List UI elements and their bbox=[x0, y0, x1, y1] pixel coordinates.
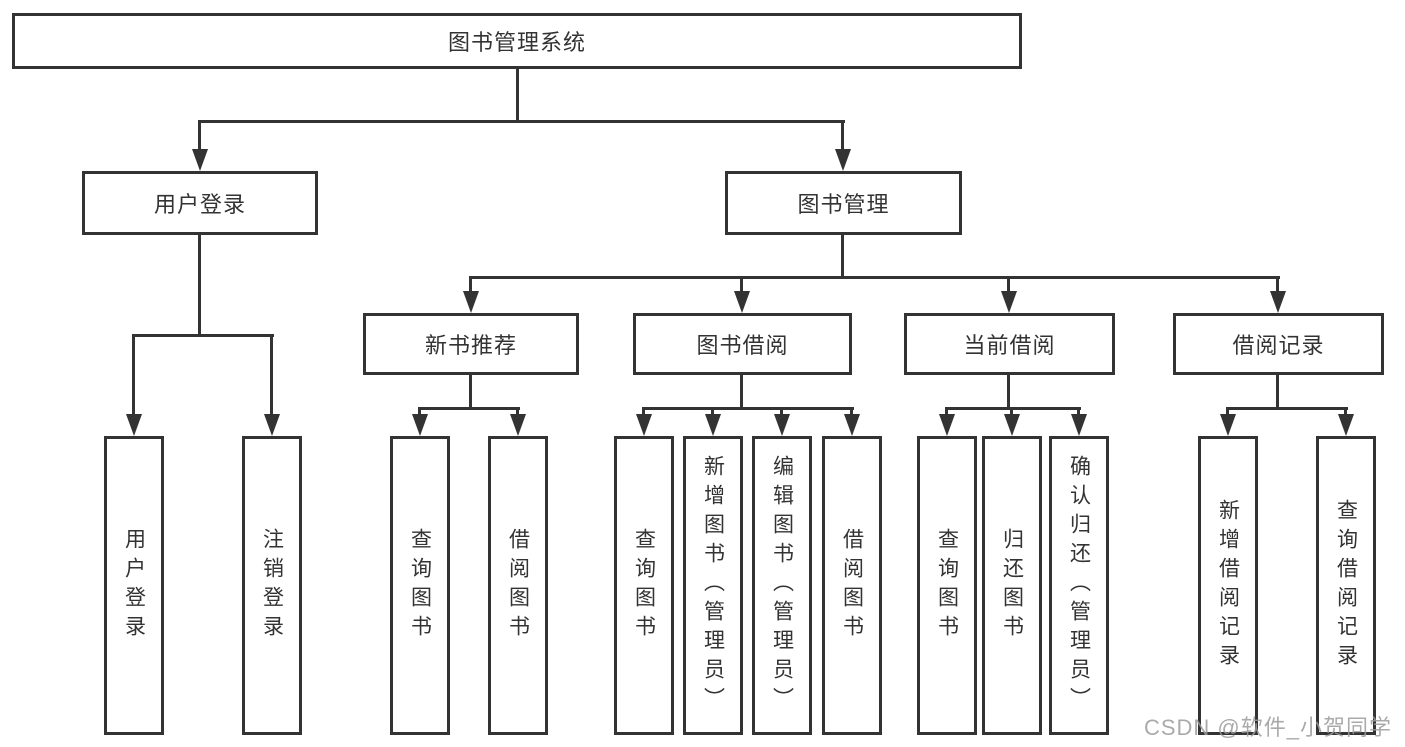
connector-leaf-stem bbox=[780, 407, 783, 416]
connector-leaf-stem bbox=[642, 407, 645, 416]
arrow-down-icon bbox=[1338, 414, 1354, 436]
arrow-down-icon bbox=[1001, 291, 1017, 313]
connector-user-login-drop bbox=[198, 235, 201, 334]
leaf-current-return-books-label: 归还图书 bbox=[1000, 527, 1024, 644]
node-root-label: 图书管理系统 bbox=[447, 30, 586, 55]
connector-user-login-stem bbox=[198, 120, 201, 151]
connector-leaf-stem bbox=[1077, 407, 1080, 416]
arrow-down-icon bbox=[412, 414, 428, 436]
leaf-borrow-borrow-books-label: 借阅图书 bbox=[840, 527, 864, 644]
leaf-records-query-borrow-record: 查询借阅记录 bbox=[1316, 436, 1376, 735]
connector-newbook-branch bbox=[418, 407, 520, 410]
node-book-management: 图书管理 bbox=[725, 171, 962, 235]
leaf-current-query-books: 查询图书 bbox=[917, 436, 977, 735]
arrow-down-icon bbox=[705, 414, 721, 436]
node-book-management-label: 图书管理 bbox=[797, 192, 890, 217]
leaf-recommend-query-books: 查询图书 bbox=[390, 436, 450, 735]
connector-records-drop bbox=[1276, 375, 1279, 410]
node-borrow-records: 借阅记录 bbox=[1173, 313, 1384, 375]
arrow-down-icon bbox=[264, 414, 280, 436]
leaf-borrow-add-books-admin-label: 新增图书（管理员） bbox=[701, 455, 725, 716]
csdn-watermark: CSDN @软件_小贺同学 bbox=[1143, 715, 1392, 740]
connector-module-stem bbox=[469, 276, 472, 293]
arrow-down-icon bbox=[1220, 414, 1236, 436]
connector-leaf-stem bbox=[132, 334, 135, 416]
connector-leaf-stem bbox=[418, 407, 421, 416]
connector-module-stem bbox=[1276, 276, 1279, 293]
arrow-down-icon bbox=[126, 414, 142, 436]
connector-newbook-drop bbox=[469, 375, 472, 410]
leaf-current-return-books: 归还图书 bbox=[982, 436, 1042, 735]
connector-borrow-branch bbox=[642, 407, 854, 410]
leaf-recommend-borrow-books: 借阅图书 bbox=[488, 436, 548, 735]
connector-leaf-stem bbox=[270, 334, 273, 416]
arrow-down-icon bbox=[463, 291, 479, 313]
arrow-down-icon bbox=[844, 414, 860, 436]
leaf-user-login-label: 用户登录 bbox=[122, 527, 146, 644]
node-current-borrow: 当前借阅 bbox=[904, 313, 1115, 375]
connector-borrow-drop bbox=[740, 375, 743, 410]
arrow-down-icon bbox=[939, 414, 955, 436]
connector-leaf-stem bbox=[1344, 407, 1347, 416]
arrow-down-icon bbox=[774, 414, 790, 436]
connector-root-branch bbox=[198, 120, 845, 123]
leaf-borrow-edit-books-admin-label: 编辑图书（管理员） bbox=[770, 455, 794, 716]
arrow-down-icon bbox=[1270, 291, 1286, 313]
connector-module-stem bbox=[740, 276, 743, 293]
arrow-down-icon bbox=[510, 414, 526, 436]
node-book-borrow: 图书借阅 bbox=[633, 313, 852, 375]
leaf-current-confirm-return-admin-label: 确认归还（管理员） bbox=[1067, 455, 1091, 716]
connector-leaf-stem bbox=[711, 407, 714, 416]
connector-book-mgmt-drop bbox=[841, 235, 844, 276]
connector-current-branch bbox=[945, 407, 1081, 410]
leaf-logout: 注销登录 bbox=[242, 436, 302, 735]
arrow-down-icon bbox=[636, 414, 652, 436]
node-root: 图书管理系统 bbox=[12, 13, 1022, 69]
node-user-login-label: 用户登录 bbox=[153, 192, 246, 217]
connector-leaf-stem bbox=[945, 407, 948, 416]
node-user-login: 用户登录 bbox=[82, 171, 318, 235]
arrow-down-icon bbox=[835, 149, 851, 171]
connector-leaf-stem bbox=[1226, 407, 1229, 416]
connector-current-drop bbox=[1007, 375, 1010, 410]
connector-leaf-stem bbox=[1010, 407, 1013, 416]
leaf-borrow-query-books: 查询图书 bbox=[614, 436, 674, 735]
leaf-recommend-borrow-books-label: 借阅图书 bbox=[506, 527, 530, 644]
connector-records-branch bbox=[1226, 407, 1348, 410]
leaf-current-confirm-return-admin: 确认归还（管理员） bbox=[1049, 436, 1109, 735]
node-current-borrow-label: 当前借阅 bbox=[963, 333, 1056, 358]
arrow-down-icon bbox=[1071, 414, 1087, 436]
connector-leaf-stem bbox=[850, 407, 853, 416]
leaf-records-add-borrow-record-label: 新增借阅记录 bbox=[1216, 498, 1240, 673]
leaf-borrow-query-books-label: 查询图书 bbox=[632, 527, 656, 644]
leaf-borrow-borrow-books: 借阅图书 bbox=[822, 436, 882, 735]
node-new-book-recommend: 新书推荐 bbox=[363, 313, 579, 375]
connector-book-mgmt-stem bbox=[841, 120, 844, 151]
leaf-logout-label: 注销登录 bbox=[260, 527, 284, 644]
leaf-recommend-query-books-label: 查询图书 bbox=[408, 527, 432, 644]
leaf-borrow-add-books-admin: 新增图书（管理员） bbox=[683, 436, 743, 735]
arrow-down-icon bbox=[734, 291, 750, 313]
arrow-down-icon bbox=[192, 149, 208, 171]
leaf-current-query-books-label: 查询图书 bbox=[935, 527, 959, 644]
leaf-records-query-borrow-record-label: 查询借阅记录 bbox=[1334, 498, 1358, 673]
leaf-records-add-borrow-record: 新增借阅记录 bbox=[1198, 436, 1258, 735]
connector-module-stem bbox=[1007, 276, 1010, 293]
connector-book-mgmt-branch bbox=[469, 276, 1280, 279]
leaf-borrow-edit-books-admin: 编辑图书（管理员） bbox=[752, 436, 812, 735]
connector-leaf-stem bbox=[516, 407, 519, 416]
node-book-borrow-label: 图书借阅 bbox=[696, 333, 789, 358]
connector-user-login-branch bbox=[132, 334, 274, 337]
node-new-book-recommend-label: 新书推荐 bbox=[424, 333, 517, 358]
connector-root-stem bbox=[516, 69, 519, 120]
arrow-down-icon bbox=[1004, 414, 1020, 436]
leaf-user-login: 用户登录 bbox=[104, 436, 164, 735]
node-borrow-records-label: 借阅记录 bbox=[1232, 333, 1325, 358]
